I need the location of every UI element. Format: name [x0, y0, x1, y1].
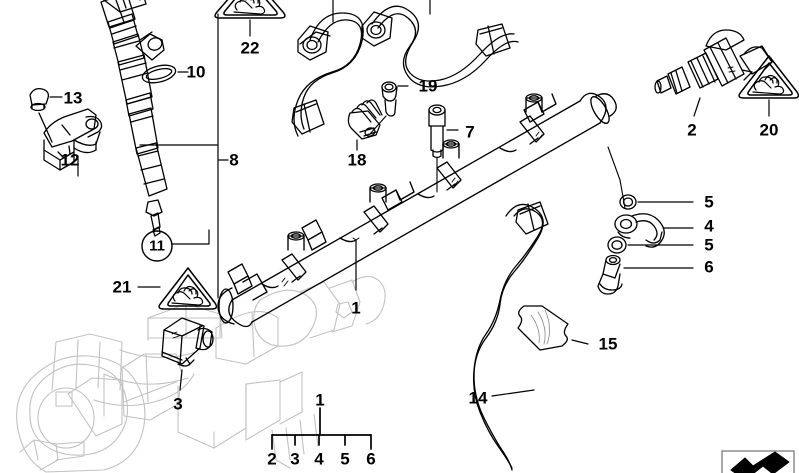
callout-3[interactable]: 3 [173, 394, 183, 414]
part-11-circle [141, 230, 173, 262]
part-13-clamp-cap [29, 87, 50, 112]
rail-boss-d [523, 93, 557, 123]
callout-11[interactable]: 11 [149, 237, 165, 255]
part-1-fuel-rail [217, 92, 617, 328]
legend-bracket [271, 407, 372, 450]
callout-19[interactable]: 19 [418, 76, 438, 96]
callout-2[interactable]: 2 [687, 120, 697, 140]
part-11-leader [171, 229, 210, 245]
fuel-line-right [361, 5, 519, 88]
legend-parent-number[interactable]: 1 [315, 390, 325, 410]
part-2-pressure-valve [654, 29, 773, 95]
legend-child-3[interactable]: 3 [290, 449, 300, 469]
callout-10[interactable]: 10 [186, 62, 206, 82]
callout-1[interactable]: 1 [351, 298, 361, 318]
warning-hand-glyph [752, 74, 785, 95]
footer-icon-box [721, 450, 795, 473]
callout-14[interactable]: 14 [468, 388, 488, 408]
callout-15[interactable]: 15 [598, 334, 618, 354]
part-19-to-clip [369, 115, 387, 135]
part-14-leader [491, 389, 535, 397]
rail-boss-a [227, 263, 253, 295]
warning-hand-glyph [171, 285, 204, 306]
callout-6[interactable]: 6 [704, 257, 714, 277]
part-3-leader [179, 369, 183, 391]
rail-port-4 [519, 93, 545, 145]
warning-triangle-21 [158, 267, 218, 310]
callout-7[interactable]: 7 [465, 122, 475, 142]
callout-21[interactable]: 21 [112, 277, 132, 297]
rail-port-1 [281, 231, 307, 283]
warning-triangle-22 [214, 0, 286, 19]
callout-22[interactable]: 22 [240, 38, 260, 58]
ghost-pump-outline [16, 275, 386, 473]
warning-hand-glyph [233, 0, 266, 15]
warning-triangle-20 [738, 55, 799, 99]
legend-child-2[interactable]: 2 [267, 449, 277, 469]
part-18-retaining-clip [347, 99, 383, 140]
callout-12[interactable]: 12 [60, 150, 80, 170]
part-5-lower-ring [607, 236, 627, 254]
rail-port-3 [436, 139, 462, 191]
part-19-plug-screw [381, 81, 398, 117]
callout-5-lower[interactable]: 5 [704, 235, 714, 255]
callout-18[interactable]: 18 [347, 150, 367, 170]
part-1-leader-arrow [352, 237, 360, 241]
legend-child-4[interactable]: 4 [314, 449, 324, 469]
callout-4[interactable]: 4 [704, 216, 714, 236]
part-14-return-line [472, 201, 549, 471]
callout-13[interactable]: 13 [63, 88, 83, 108]
legend-child-6[interactable]: 6 [366, 449, 376, 469]
fuel-line-left [291, 12, 364, 137]
part-5-upper-ring [619, 194, 637, 210]
part-6-hollow-bolt [597, 254, 623, 295]
part-10-o-ring [141, 64, 177, 84]
part-3-pressure-sensor [161, 317, 214, 367]
part-12-injector-clamp [38, 108, 103, 171]
callout-20[interactable]: 20 [759, 120, 779, 140]
part-8-injector [100, 0, 168, 237]
part-8-leader [139, 13, 229, 299]
callout-8[interactable]: 8 [229, 150, 239, 170]
part-15-leader [571, 339, 589, 345]
legend-child-5[interactable]: 5 [340, 449, 350, 469]
part-2-leader [693, 97, 701, 117]
part-15-protective-sleeve [517, 305, 569, 351]
rail-boss-b [301, 219, 327, 251]
rail-boss-c [381, 181, 415, 211]
rail-banjo-leader [607, 146, 626, 209]
callout-5-upper[interactable]: 5 [704, 192, 714, 212]
part-4-banjo-fitting [614, 213, 665, 248]
